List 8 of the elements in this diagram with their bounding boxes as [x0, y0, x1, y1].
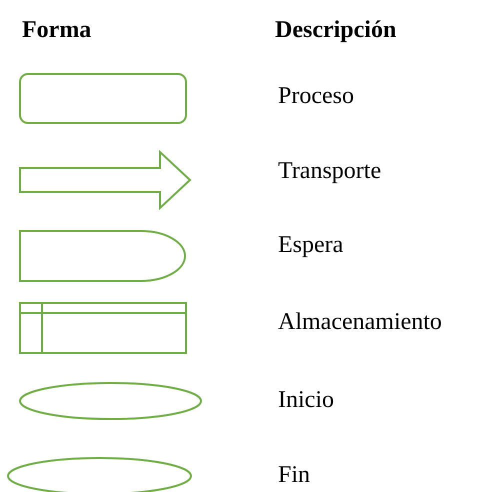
shape-description: Proceso — [278, 83, 354, 110]
column-header: Forma — [22, 17, 92, 44]
column-header: Descripción — [275, 17, 396, 44]
shape-description: Fin — [278, 462, 310, 488]
shape-description: Espera — [278, 232, 344, 258]
shape-description: Inicio — [278, 387, 334, 414]
shape-description: Almacenamiento — [278, 309, 442, 336]
shape-description: Transporte — [278, 158, 382, 184]
